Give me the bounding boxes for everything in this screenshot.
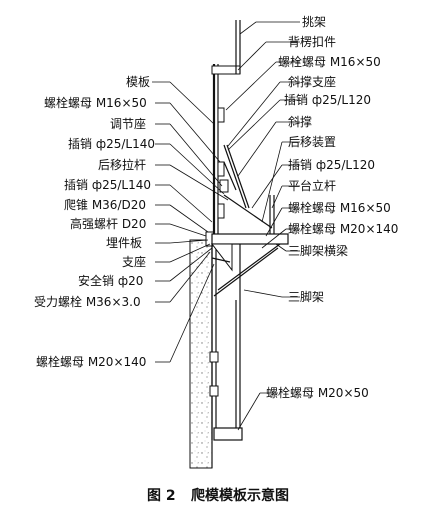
label-houyi-lagan: 后移拉杆	[98, 157, 146, 172]
caption-title: 爬模模板示意图	[191, 487, 289, 504]
bottom-foot	[213, 427, 243, 441]
label-xiecheng-zhizuo: 斜撑支座	[288, 74, 336, 89]
label-bolt-m16-top: 螺栓螺母 M16×50	[278, 54, 381, 69]
label-anquanxiao: 安全销 ф20	[78, 273, 143, 288]
diagonal-brace	[223, 144, 247, 209]
label-xiecheng: 斜撑	[288, 114, 312, 129]
tripod-diagonal	[217, 243, 281, 291]
label-chaxiao-l140-top: 插销 ф25/L140	[68, 137, 155, 151]
label-zhizuo: 支座	[122, 254, 146, 269]
label-bolt-m16-right: 螺栓螺母 M16×50	[288, 200, 391, 215]
label-bolt-m20x140-right: 螺栓螺母 M20×140	[288, 221, 398, 236]
label-pingtai-ligan: 平台立杆	[288, 178, 336, 193]
label-muban: 模板	[126, 75, 150, 89]
label-bolt-m20x140-left: 螺栓螺母 M20×140	[36, 354, 146, 369]
left-labels: 模板 螺栓螺母 M16×50 调节座 插销 ф25/L140 后移拉杆 插销 ф…	[34, 75, 155, 369]
label-chaxiao-l140-bot: 插销 ф25/L140	[64, 178, 151, 192]
label-bolt-m16-left: 螺栓螺母 M16×50	[44, 95, 147, 110]
label-beiluo-koujian: 背楞扣件	[288, 34, 336, 49]
label-sanjiaojia: 三脚架	[288, 289, 324, 304]
label-tiaojia: 挑架	[302, 15, 326, 29]
label-maijianban: 埋件板	[106, 236, 142, 250]
tripod-beam	[211, 233, 289, 245]
label-chaxiao-l120-mid: 插销 ф25/L120	[288, 158, 375, 172]
caption-number: 图 2	[147, 488, 176, 504]
right-labels: 挑架 背楞扣件 螺栓螺母 M16×50 斜撑支座 插销 ф25/L120 斜撑 …	[266, 15, 398, 400]
label-houyi-zhuangzhi: 后移装置	[288, 135, 336, 149]
label-chaxiao-l120-top: 插销 ф25/L120	[284, 93, 371, 107]
shift-back-rod	[223, 194, 273, 229]
label-tiaojiezuo: 调节座	[110, 116, 146, 131]
label-bolt-m20x50: 螺栓螺母 M20×50	[266, 385, 369, 400]
leader-lines	[152, 21, 300, 431]
structure	[189, 20, 289, 469]
figure-caption: 图 2 爬模模板示意图	[147, 487, 289, 504]
label-pazhui: 爬锥 M36/D20	[64, 198, 146, 212]
label-sanjiaojia-hengliang: 三脚架横梁	[288, 243, 348, 258]
concrete-wall	[189, 239, 213, 469]
label-shouli-luoshuan: 受力螺栓 M36×3.0	[34, 294, 141, 309]
label-gaoqiang-luogan: 高强螺杆 D20	[70, 216, 146, 231]
